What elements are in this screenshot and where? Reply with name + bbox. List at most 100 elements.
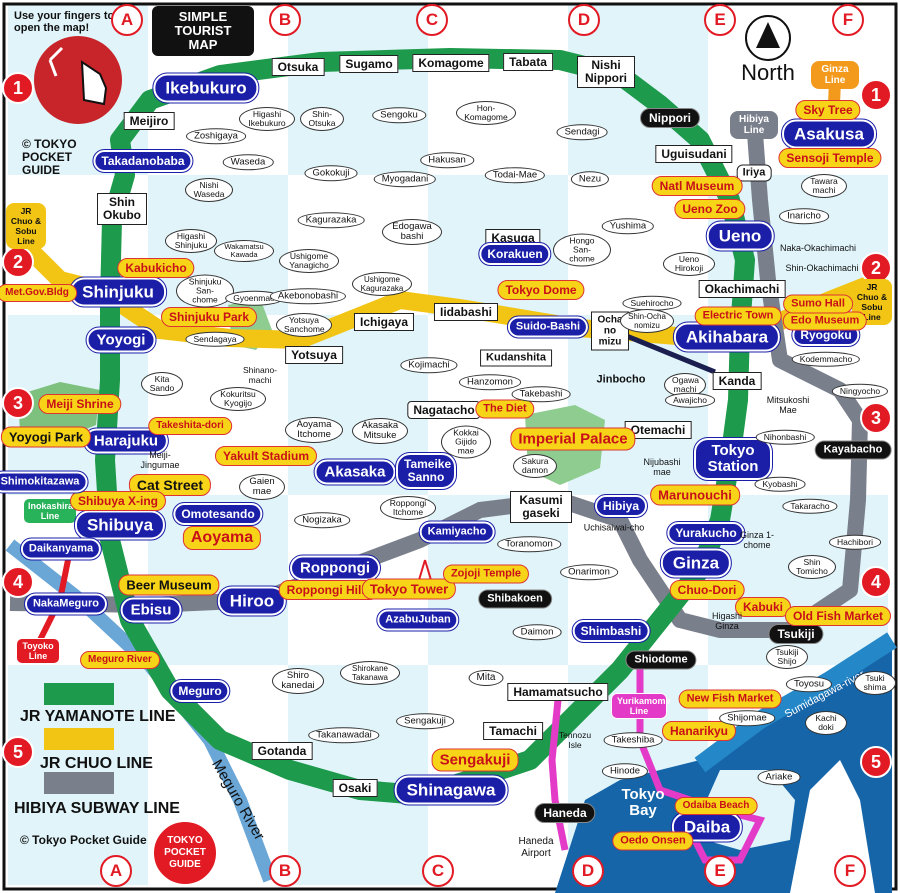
attraction-marunouchi[interactable]: Marunouchi [650, 484, 740, 506]
station-otsuka[interactable]: Otsuka [271, 58, 325, 76]
attraction-natl-museum[interactable]: Natl Museum [651, 176, 743, 196]
attraction-imperial-palace[interactable]: Imperial Palace [510, 427, 636, 451]
attraction-meguro-river[interactable]: Meguro River [80, 651, 160, 669]
attraction-sengakuji[interactable]: Sengakuji [431, 748, 519, 772]
station-tamachi[interactable]: Tamachi [483, 722, 543, 740]
attraction-chuo-dori[interactable]: Chuo-Dori [669, 580, 745, 600]
station-shimokitazawa[interactable]: Shimokitazawa [0, 470, 89, 494]
station-shiodome[interactable]: Shiodome [625, 650, 697, 670]
station-yurakucho[interactable]: Yurakucho [666, 521, 746, 545]
station-kanda[interactable]: Kanda [712, 372, 762, 390]
attraction-hanarikyu[interactable]: Hanarikyu [661, 721, 737, 741]
station-shibuya[interactable]: Shibuya [73, 509, 167, 541]
station-iidabashi[interactable]: Iidabashi [433, 303, 499, 321]
attraction-tokyo-tower[interactable]: Tokyo Tower [361, 578, 457, 600]
station-shinagawa[interactable]: Shinagawa [393, 774, 509, 806]
station-ginza[interactable]: Ginza [659, 547, 733, 579]
attraction-shibuya-xing[interactable]: Shibuya X-ing [69, 491, 167, 511]
attraction-kabukicho[interactable]: Kabukicho [117, 258, 195, 278]
station-tameike-sanno[interactable]: Tameike Sanno [395, 452, 457, 490]
attraction-the-diet[interactable]: The Diet [475, 399, 535, 419]
station-yotsuya[interactable]: Yotsuya [285, 346, 343, 364]
station-shibakoen[interactable]: Shibakoen [478, 589, 552, 609]
place-ginza-itchome: Ginza 1-chome [739, 530, 774, 550]
station-daikanyama[interactable]: Daikanyama [19, 537, 103, 561]
station-shinjuku[interactable]: Shinjuku [69, 276, 167, 308]
attraction-yakult-stadium[interactable]: Yakult Stadium [214, 446, 318, 466]
ginza-line-tag: Ginza Line [811, 61, 859, 89]
attraction-sensoji[interactable]: Sensoji Temple [778, 148, 882, 168]
attraction-electric-town[interactable]: Electric Town [694, 306, 782, 326]
attraction-met-gov-bldg[interactable]: Met.Gov.Bldg [0, 284, 77, 302]
station-iriya[interactable]: Iriya [736, 164, 772, 182]
station-shin-okubo[interactable]: Shin Okubo [97, 193, 147, 225]
attraction-meiji-shrine[interactable]: Meiji Shrine [38, 394, 122, 414]
station-ueno[interactable]: Ueno [705, 220, 775, 252]
attraction-ueno-zoo[interactable]: Ueno Zoo [674, 199, 746, 219]
attraction-takeshita-dori[interactable]: Takeshita-dori [148, 417, 232, 435]
attraction-shinjuku-park[interactable]: Shinjuku Park [160, 307, 258, 327]
attraction-aoyama[interactable]: Aoyama [182, 526, 262, 550]
station-hibiya[interactable]: Hibiya [593, 494, 649, 518]
station-akasaka[interactable]: Akasaka [313, 458, 397, 486]
station-kasumigaseki[interactable]: Kasumi gaseki [510, 491, 572, 523]
station-hamamatsucho[interactable]: Hamamatsucho [507, 683, 609, 701]
place-meiji-jingumae: Meiji-Jingumae [140, 450, 180, 470]
station-azabujuban[interactable]: AzabuJuban [376, 608, 460, 632]
station-osaki[interactable]: Osaki [332, 779, 378, 797]
station-nishi-nippori[interactable]: Nishi Nippori [577, 56, 635, 88]
place-hachibori: Hachibori [829, 534, 881, 550]
station-tokyo[interactable]: Tokyo Station [693, 437, 773, 481]
attraction-yoyogi-park[interactable]: Yoyogi Park [0, 426, 92, 448]
attraction-roppongi-hills[interactable]: Roppongi Hills [278, 580, 380, 600]
station-suido-bashi[interactable]: Suido-Bashi [506, 315, 590, 339]
station-korakuen[interactable]: Korakuen [478, 242, 552, 266]
station-gotanda[interactable]: Gotanda [251, 742, 313, 760]
station-meijiro[interactable]: Meijiro [123, 112, 175, 130]
station-hiroo[interactable]: Hiroo [216, 585, 288, 617]
station-roppongi[interactable]: Roppongi [289, 554, 381, 582]
station-shimbashi[interactable]: Shimbashi [571, 619, 651, 643]
station-ebisu[interactable]: Ebisu [119, 596, 183, 624]
place-mita: Mita [468, 670, 504, 686]
attraction-new-fish-market[interactable]: New Fish Market [678, 689, 782, 709]
station-tsukiji[interactable]: Tsukiji [768, 624, 824, 644]
place-takeshiba: Takeshiba [603, 732, 663, 748]
station-sugamo[interactable]: Sugamo [339, 55, 399, 73]
station-akihabara[interactable]: Akihabara [672, 321, 782, 353]
station-nakameguro[interactable]: NakaMeguro [23, 592, 109, 616]
place-kagurazaka: Kagurazaka [297, 212, 365, 228]
station-asakusa[interactable]: Asakusa [781, 118, 877, 150]
station-haneda[interactable]: Haneda [534, 803, 596, 823]
station-kudanshita[interactable]: Kudanshita [480, 349, 552, 367]
station-uguisudani[interactable]: Uguisudani [655, 145, 733, 163]
attraction-oedo-onsen[interactable]: Oedo Onsen [612, 831, 694, 851]
station-nagatacho[interactable]: Nagatacho [407, 401, 481, 419]
attraction-sky-tree[interactable]: Sky Tree [795, 100, 861, 120]
attraction-odaiba-beach[interactable]: Odaiba Beach [674, 797, 758, 815]
station-kamiyacho[interactable]: Kamiyacho [418, 520, 496, 544]
station-ichigaya[interactable]: Ichigaya [353, 313, 415, 331]
station-nippori[interactable]: Nippori [640, 108, 700, 128]
station-komagome[interactable]: Komagome [412, 54, 490, 72]
place-shin-otsuka: Shin-Otsuka [300, 107, 344, 131]
station-omotesando[interactable]: Omotesando [172, 502, 264, 526]
attraction-tokyo-dome[interactable]: Tokyo Dome [497, 280, 585, 300]
attraction-cat-street[interactable]: Cat Street [128, 474, 212, 496]
station-takadanobaba[interactable]: Takadanobaba [92, 149, 194, 173]
attraction-old-fish-market[interactable]: Old Fish Market [784, 606, 892, 626]
attraction-zojoji-temple[interactable]: Zojoji Temple [442, 564, 530, 584]
place-nijubashimae: Nijubashi mae [643, 457, 681, 477]
station-ikebukuro[interactable]: Ikebukuro [152, 72, 260, 104]
station-okachimachi[interactable]: Okachimachi [698, 280, 786, 298]
station-kayabacho[interactable]: Kayabacho [814, 440, 892, 460]
station-jinbocho[interactable]: Jinbocho [596, 373, 646, 386]
station-meguro[interactable]: Meguro [169, 679, 231, 703]
attraction-kabuki[interactable]: Kabuki [734, 597, 792, 617]
station-yoyogi[interactable]: Yoyogi [85, 326, 157, 354]
station-tabata[interactable]: Tabata [503, 53, 553, 71]
station-otemachi[interactable]: Otemachi [624, 421, 692, 439]
attraction-sumo-hall[interactable]: Sumo Hall [783, 294, 853, 314]
attraction-beer-museum[interactable]: Beer Museum [118, 574, 220, 596]
attraction-edo-museum[interactable]: Edo Museum [782, 311, 868, 331]
